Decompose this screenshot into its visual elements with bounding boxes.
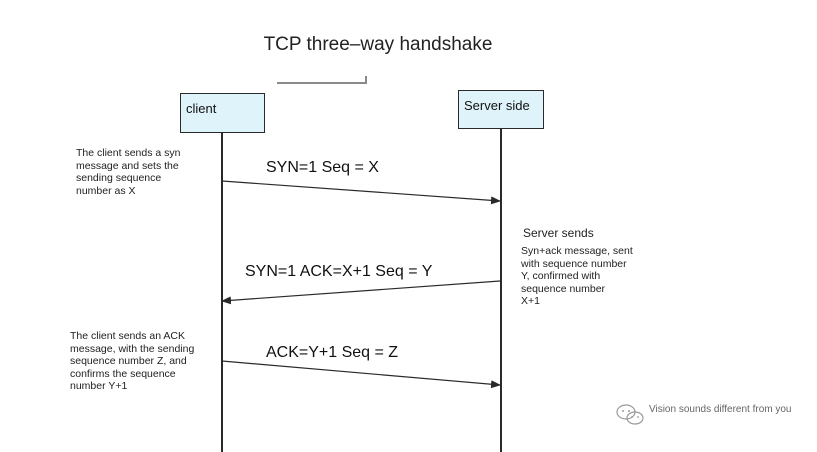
client-ack-note: The client sends an ACK message, with th… bbox=[70, 330, 195, 392]
diagram-title: TCP three–way handshake bbox=[263, 34, 493, 55]
ack-arrow bbox=[221, 360, 501, 389]
syn-arrow bbox=[221, 180, 501, 205]
syn-message-label: SYN=1 Seq = X bbox=[266, 159, 379, 176]
client-lifeline bbox=[221, 133, 223, 452]
title-underline-tick bbox=[365, 76, 367, 84]
client-participant-label: client bbox=[186, 101, 217, 116]
server-synack-note: Syn+ack message, sent with sequence numb… bbox=[521, 245, 633, 307]
title-underline bbox=[277, 82, 367, 84]
client-participant-box: client bbox=[180, 93, 265, 133]
server-sends-note-title: Server sends bbox=[523, 226, 594, 240]
syn-ack-message-label: SYN=1 ACK=X+1 Seq = Y bbox=[245, 263, 433, 280]
server-participant-label: Server side bbox=[464, 98, 530, 113]
client-syn-note: The client sends a syn message and sets … bbox=[76, 147, 181, 197]
server-lifeline bbox=[500, 129, 502, 452]
watermark-text: Vision sounds different from you bbox=[649, 404, 792, 415]
server-participant-box: Server side bbox=[458, 90, 544, 129]
ack-message-label: ACK=Y+1 Seq = Z bbox=[266, 344, 399, 361]
wechat-logo-icon bbox=[616, 404, 644, 425]
syn-ack-arrow bbox=[221, 280, 501, 305]
